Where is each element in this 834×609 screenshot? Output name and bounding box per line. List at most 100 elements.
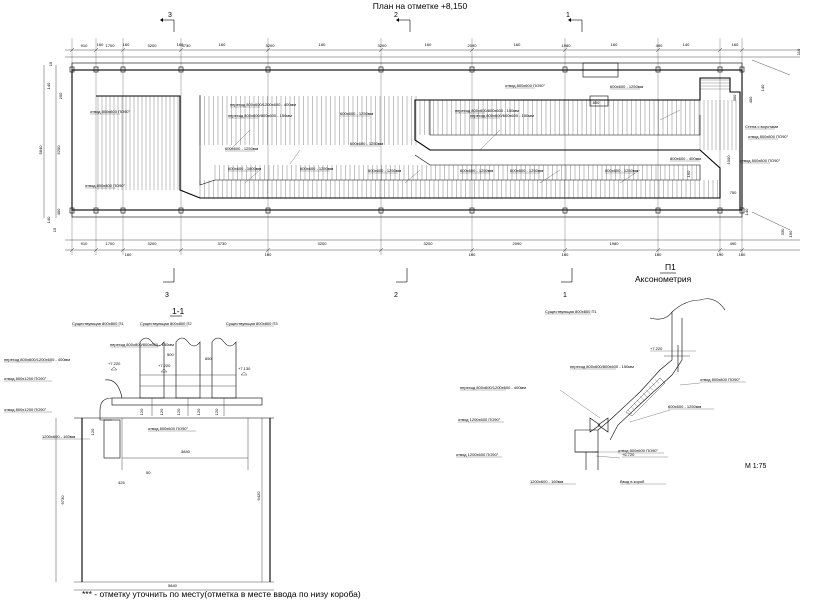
axon-label: отвод 1200х600 ПО90° (456, 452, 499, 457)
plan-label: 600х600 - 1250мм (350, 141, 384, 146)
bottom-dim-label: 1980 (610, 241, 620, 246)
section-label: 1200х600 - 160мм (42, 434, 76, 439)
section-dim: 120 (139, 408, 144, 415)
section-dim: 120 (196, 408, 201, 415)
plan-label: отвод 800х800 ПО90° (90, 109, 131, 114)
bottom-dim-label: 1700 (106, 241, 116, 246)
plan-label: 600х600 - 1250мм (605, 168, 639, 173)
section-mark-2-top: 2 (394, 12, 411, 32)
section-label: переход 800х600/1200х600 - 400мм (4, 357, 70, 362)
axon-label: +7.220 (650, 346, 663, 351)
bottom-dim-label: 160 (739, 252, 746, 257)
bottom-dim-label: 3200 (318, 241, 328, 246)
top-dim-label: 140 (683, 42, 690, 47)
top-dim-label: 490 (656, 43, 663, 48)
section-dim: 500 (167, 352, 174, 357)
svg-text:3: 3 (165, 292, 169, 299)
inner-dim-label: 160 (686, 170, 691, 177)
section-label: Существующая 800х800 П1 (72, 321, 124, 326)
bottom-dim-label: 190 (717, 252, 724, 257)
level-mark: +7.220 (108, 361, 121, 366)
left-dim-label: 200 (58, 92, 63, 99)
axis-mark-2-bottom: 2 (394, 268, 408, 299)
bottom-dim-label: 3730 (218, 241, 228, 246)
bottom-dim-label: 160 (469, 252, 476, 257)
axon-label: отвод 800х800 ПО90° (700, 377, 741, 382)
svg-text:2: 2 (394, 12, 398, 19)
scale-label: М 1:75 (745, 463, 767, 470)
axon-label: переход 800х600/800х600 - 150мм (570, 364, 634, 369)
left-dim-label: 140 (46, 82, 51, 89)
section-label: отвод 800х1200 ПО90° (4, 407, 47, 412)
axon-label: переход 800х600/1200х600 - 400мм (460, 385, 526, 390)
axon-existing-outline (649, 298, 726, 320)
bottom-dim-label: 3200 (424, 241, 434, 246)
axon-title: П1 (665, 262, 676, 272)
section-labels: Существующая 800х800 П1 Существующая 800х… (4, 321, 278, 588)
right-dim-label: 140 (744, 208, 749, 215)
bottom-dim-label: 910 (81, 241, 88, 246)
plan-label: Стена с воротами (745, 124, 778, 129)
section-dim: 650 (205, 356, 212, 361)
top-dim-label: 160 (425, 42, 432, 47)
right-dim-label: 140 (760, 84, 765, 91)
svg-text:1: 1 (563, 292, 567, 299)
section-dim: 425 (118, 480, 125, 485)
plan-title: План на отметке +8,150 (373, 1, 468, 11)
axon-label: 1200х600 - 160мм (530, 479, 564, 484)
section-label: Существующая 800х800 П3 (226, 321, 278, 326)
svg-text:1: 1 (566, 12, 570, 19)
svg-text:3: 3 (168, 12, 172, 19)
axon-hatch (627, 379, 660, 415)
existing-shaft-p1 (139, 337, 165, 399)
bottom-dim-label: 160 (562, 252, 569, 257)
top-dim-label: 3200 (266, 43, 276, 48)
bottom-dim-label: 160 (655, 252, 662, 257)
inner-dim-label: 300 (732, 94, 737, 101)
axis-mark-3-bottom: 3 (163, 268, 175, 299)
plan-label: 600х600 - 1250мм (300, 166, 334, 171)
section-dim: 120 (90, 428, 95, 435)
top-dim-label: 1700 (106, 43, 116, 48)
plan-label: отвод 800х800 ПО90° (748, 134, 789, 139)
top-dim-label: 160 (219, 42, 226, 47)
left-dim-label: 5840 (38, 145, 43, 155)
section-dim: 120 (176, 408, 181, 415)
plan-label: 600х600 - 1600мм (228, 166, 262, 171)
bottom-dim-label: 3200 (148, 241, 158, 246)
axon-label: отвод 1200х600 ПО90° (458, 417, 501, 422)
bottom-dim-label: 160 (125, 252, 132, 257)
existing-unit-p1 (582, 62, 619, 78)
left-dim-label: 15 (48, 61, 53, 66)
right-dim-label: 400 (748, 96, 753, 103)
plan-label: 600х600 - 1250мм (510, 168, 544, 173)
top-dim-label: 160 (123, 42, 130, 47)
section-dim: 6420 (256, 491, 261, 501)
axon-label: Ввод в короб (620, 479, 645, 484)
axon-label: 600х600 - 1250мм (668, 404, 702, 409)
section-dim: 5840 (168, 583, 178, 588)
top-dim-label: 1980 (562, 43, 572, 48)
plan-label: отвод 800х600 ПО90° (505, 83, 546, 88)
top-dim-label: 160 (611, 42, 618, 47)
plan-labels: отвод 800х800 ПО90°переход 800х600/1200х… (85, 83, 789, 189)
section-label: отвод 800х1200 ПО90° (4, 376, 47, 381)
top-dim-label: 3200 (378, 43, 388, 48)
top-dim-label: 160 (97, 42, 104, 47)
svg-text:2: 2 (394, 292, 398, 299)
level-mark: +7.220 (158, 363, 171, 368)
section-dim: 120 (214, 408, 219, 415)
top-dim-label: 160 (732, 42, 739, 47)
plan-label: 600х600 - 1250мм (460, 168, 494, 173)
axon-label: +6.720 (622, 452, 635, 457)
axis-mark-1-bottom: 1 (561, 268, 573, 299)
existing-shaft-p3 (211, 337, 237, 399)
section-dim: 120 (159, 408, 164, 415)
section-dim: 6730 (60, 495, 65, 505)
plan-label: отвод 800х800 ПО90° (85, 183, 126, 188)
bottom-dim-label: 490 (730, 241, 737, 246)
top-dim-label: 160 (177, 42, 184, 47)
